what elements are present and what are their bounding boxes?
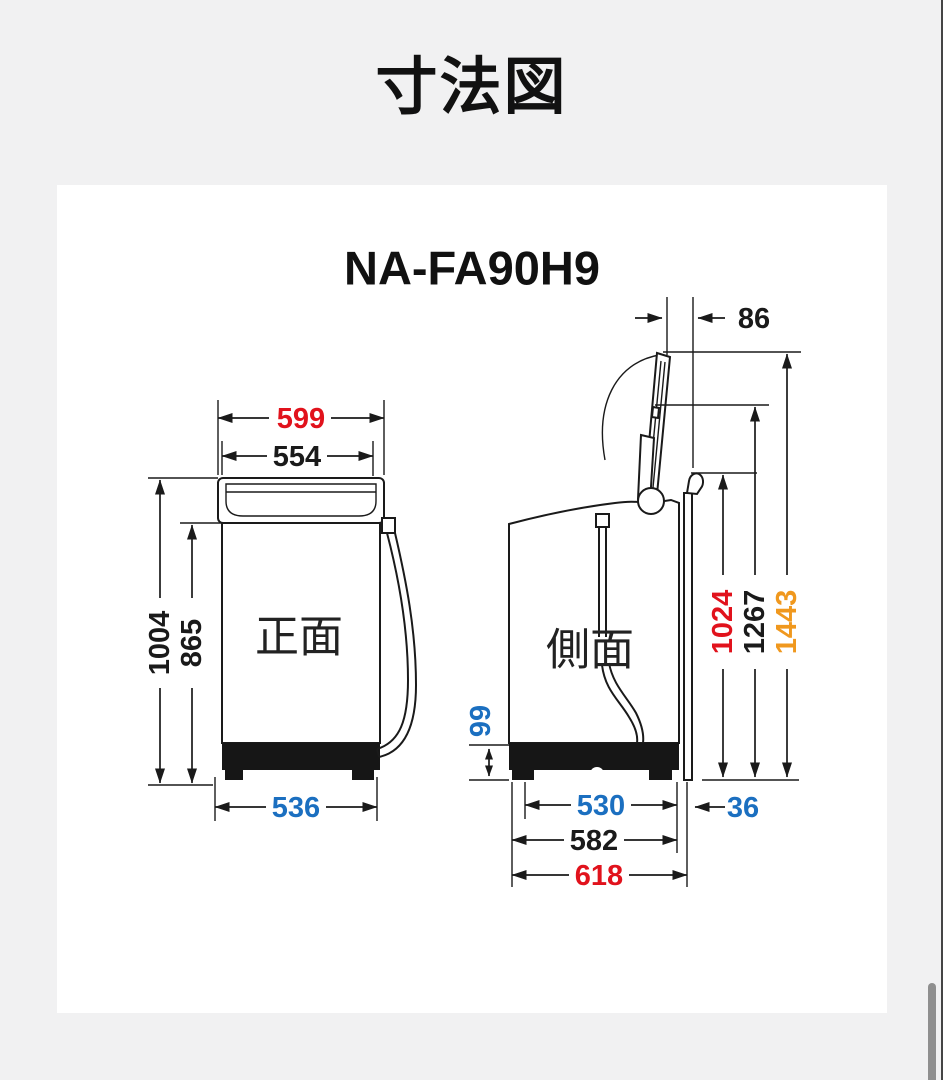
dim-front-body-height: 865 — [176, 522, 223, 784]
dim-1267-label: 1267 — [739, 590, 771, 655]
lid-hinge — [637, 487, 665, 515]
dim-554-label: 554 — [273, 441, 321, 473]
side-rear-hook — [685, 472, 705, 496]
dim-base-height: 99 — [465, 705, 509, 781]
scrollbar-thumb[interactable] — [928, 983, 936, 1080]
front-base — [222, 743, 380, 780]
dim-foot-span: 530 — [524, 782, 678, 853]
dim-618-label: 618 — [575, 860, 623, 892]
front-lid-inner — [225, 483, 377, 517]
dim-36-label: 36 — [727, 792, 759, 824]
front-view-label: 正面 — [255, 613, 343, 662]
dim-lid-top-height: 1443 — [663, 351, 803, 781]
dim-rear-clearance: 36 — [694, 792, 759, 824]
dim-front-total-height: 1004 — [144, 477, 218, 786]
dim-865-label: 865 — [176, 619, 208, 667]
dim-lid-gap: 86 — [635, 297, 770, 468]
side-base — [509, 743, 679, 780]
side-body — [508, 498, 680, 744]
front-body — [221, 522, 381, 744]
dimension-diagram: NA-FA90H9 正面 599 — [144, 242, 803, 893]
front-view: 正面 — [217, 477, 418, 780]
model-name: NA-FA90H9 — [344, 242, 600, 295]
dim-body-depth: 582 — [511, 782, 678, 887]
dim-599-label: 599 — [277, 403, 325, 435]
side-hose-2 — [608, 662, 645, 744]
side-rear-panel — [683, 492, 693, 781]
side-pipe-cap — [595, 513, 610, 528]
dimension-diagram-card: NA-FA90H9 正面 599 — [57, 185, 887, 1013]
dim-total-depth: 618 — [511, 782, 688, 892]
dim-1443-label: 1443 — [771, 590, 803, 655]
front-hose-clip — [381, 517, 396, 534]
lid-latch — [650, 405, 661, 420]
dim-lid-mid-height: 1267 — [655, 404, 771, 778]
side-view-label: 側面 — [546, 626, 634, 675]
dim-582-label: 582 — [570, 825, 618, 857]
front-hose-outline-2 — [378, 532, 418, 758]
dim-front-lid-width: 554 — [221, 441, 374, 476]
dim-86-label: 86 — [738, 303, 770, 335]
dim-front-outer-width: 599 — [217, 400, 385, 475]
dim-1024-label: 1024 — [707, 590, 739, 655]
dim-1004-label: 1004 — [144, 611, 176, 676]
window-right-edge — [941, 0, 943, 1080]
side-hose-1 — [601, 664, 639, 744]
dim-536-label: 536 — [272, 792, 320, 824]
dim-99-label: 99 — [465, 705, 497, 737]
side-base-notch — [590, 767, 604, 781]
front-hose-end — [376, 748, 380, 758]
dim-hook-height: 1024 — [691, 472, 757, 778]
side-view: 側面 — [508, 351, 705, 781]
page-title: 寸法図 — [375, 53, 568, 122]
dim-530-label: 530 — [577, 790, 625, 822]
lid-swing-arc — [601, 354, 660, 461]
dim-front-base-width: 536 — [214, 777, 378, 824]
front-hose-outline-1 — [376, 532, 410, 750]
